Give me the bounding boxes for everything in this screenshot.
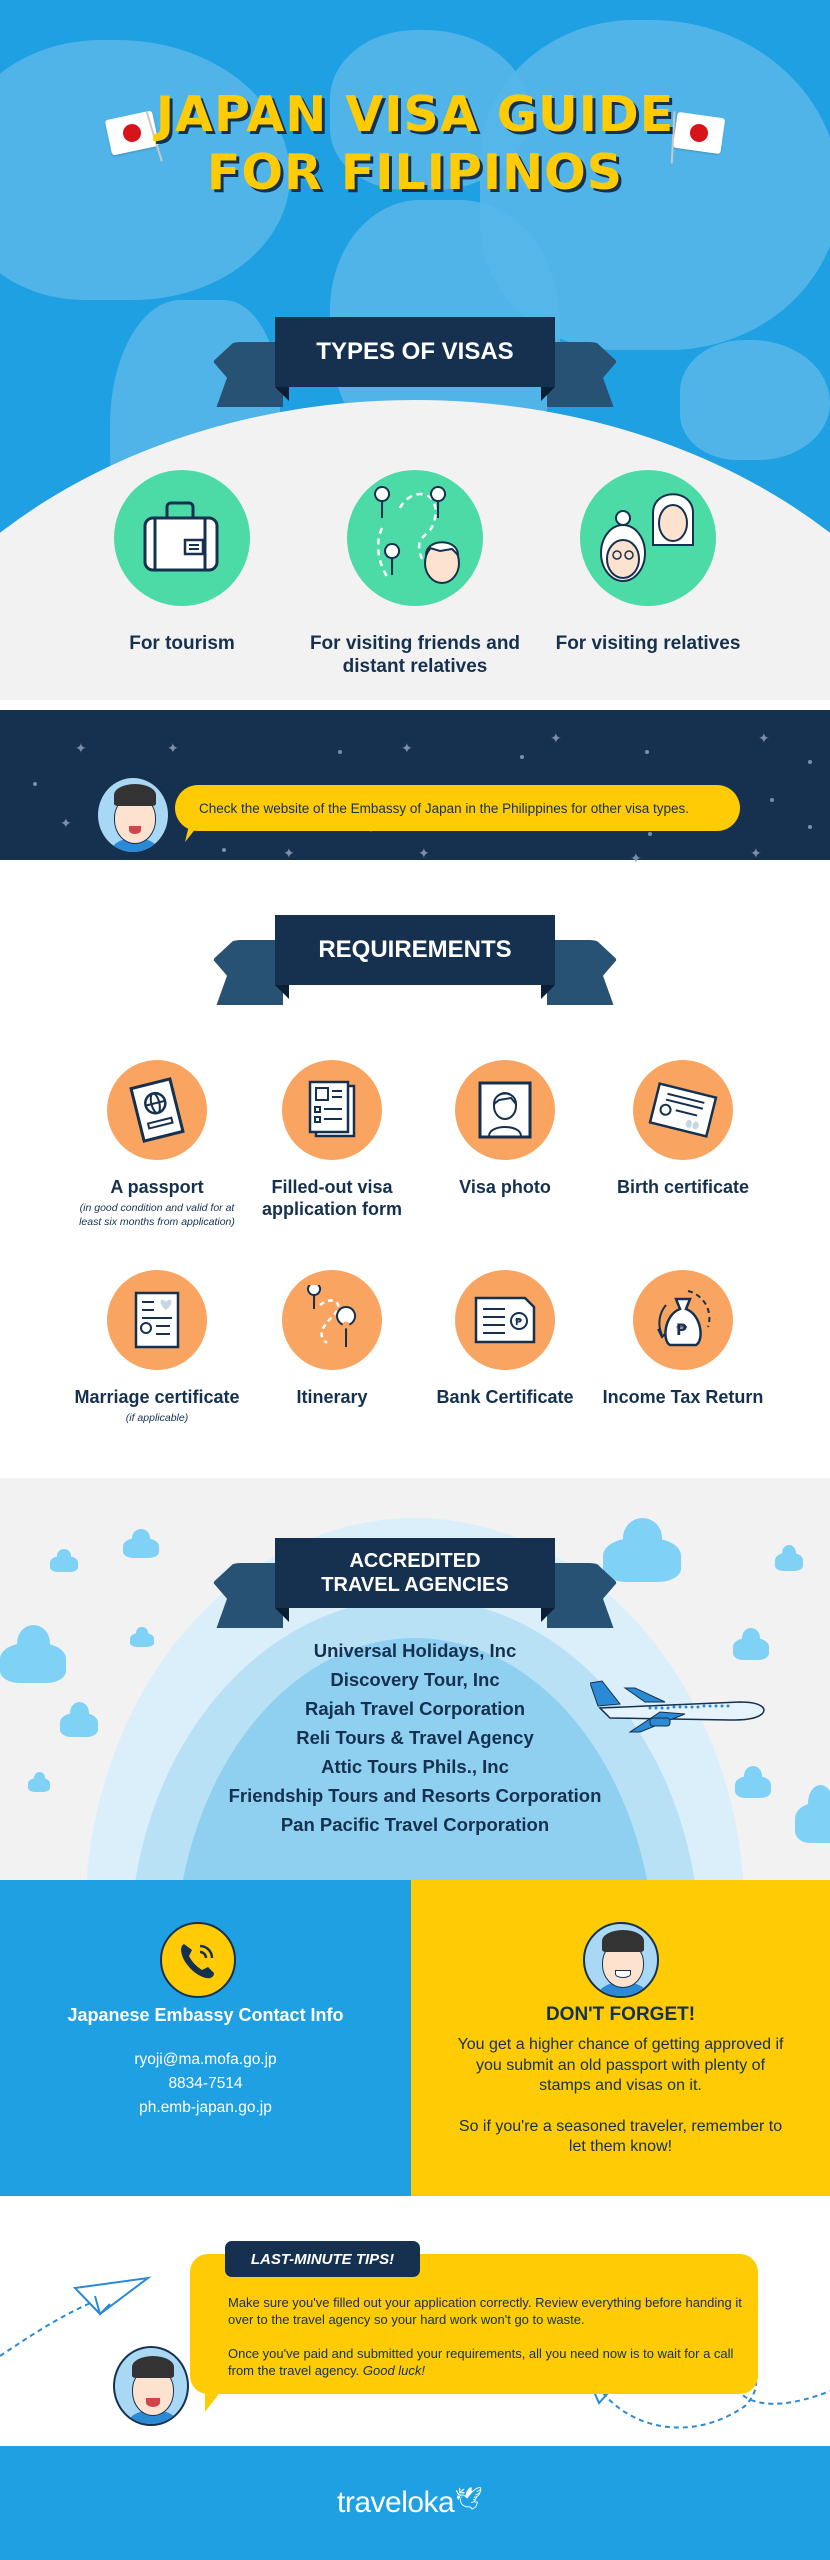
footer: traveloka🕊 (0, 2446, 830, 2560)
requirement-label: Birth certificate (616, 1177, 750, 1197)
map-pins-person-icon (347, 470, 483, 606)
title-line-2: FOR FILIPINOS (206, 144, 624, 201)
requirement-label: A passport (110, 1177, 204, 1197)
requirement-item: Birth certificate (583, 1060, 783, 1198)
contact-phone[interactable]: 8834-7514 (168, 2075, 243, 2092)
airplane-icon (590, 1680, 765, 1733)
requirement-label: Visa photo (459, 1177, 551, 1197)
title-line-1: JAPAN VISA GUIDE (155, 86, 675, 143)
cloud-icon (795, 1785, 830, 1843)
section-heading: REQUIREMENTS (275, 915, 555, 985)
requirements-ribbon: REQUIREMENTS (213, 915, 617, 1015)
agency-list: Universal Holidays, Inc Discovery Tour, … (0, 1636, 830, 1839)
agency-item: Pan Pacific Travel Corporation (280, 1814, 550, 1835)
agency-item: Discovery Tour, Inc (330, 1669, 500, 1690)
contact-email[interactable]: ryoji@ma.mofa.go.jp (134, 2051, 277, 2068)
speech-bubble: Check the website of the Embassy of Japa… (175, 785, 740, 831)
passport-icon (107, 1060, 207, 1160)
svg-text:₱: ₱ (676, 1320, 688, 1339)
svg-text:₱: ₱ (515, 1317, 522, 1328)
requirement-label: Marriage certificate (74, 1387, 240, 1407)
requirement-item: ₱ Income Tax Return (583, 1270, 783, 1408)
cloud-icon (123, 1529, 159, 1558)
section-heading: TYPES OF VISAS (275, 317, 555, 387)
agency-item: Reli Tours & Travel Agency (296, 1727, 534, 1748)
itinerary-icon (282, 1270, 382, 1370)
certificate-icon (633, 1060, 733, 1160)
visa-type-item: For tourism (67, 470, 297, 655)
traveloka-logo[interactable]: traveloka🕊 (337, 2486, 482, 2519)
visa-type-item: For visiting friends and distant relativ… (300, 470, 530, 678)
cloud-icon (735, 1766, 771, 1798)
cloud-icon (28, 1771, 50, 1792)
bird-icon: 🕊 (454, 2486, 482, 2511)
dont-forget-title: DON'T FORGET! (545, 2004, 696, 2025)
requirement-item: ₱ Bank Certificate (405, 1270, 605, 1408)
tips-text: Make sure you've filled out your applica… (228, 2295, 742, 2378)
requirement-item: Filled-out visa application form (232, 1060, 432, 1220)
cloud-icon (130, 1626, 154, 1647)
visa-type-label: For visiting relatives (555, 633, 741, 654)
embassy-tip-text: Check the website of the Embassy of Japa… (199, 800, 690, 816)
bank-certificate-icon: ₱ (455, 1270, 555, 1370)
agency-item: Universal Holidays, Inc (313, 1640, 517, 1661)
agency-item: Friendship Tours and Resorts Corporation (228, 1785, 602, 1806)
speech-bubble-tail (205, 2386, 225, 2412)
avatar (583, 1922, 659, 1998)
suitcase-icon (114, 470, 250, 606)
money-bag-icon: ₱ (633, 1270, 733, 1370)
cloud-icon (775, 1544, 803, 1571)
cloud-icon (50, 1548, 78, 1572)
marriage-certificate-icon (107, 1270, 207, 1370)
embassy-tip-banner: ✦ ✦ ✦ ✦ ✦ ✦ ✦ ✦ ✦ ✦ ✦ ✦ Check the websit… (0, 710, 830, 866)
paper-plane-icon (0, 2276, 152, 2357)
types-of-visas-ribbon: TYPES OF VISAS (213, 317, 617, 417)
tips-bubble (190, 2254, 758, 2394)
requirement-item: A passport (in good condition and valid … (57, 1060, 257, 1229)
map-continent-north-america (0, 40, 290, 300)
cloud-icon (733, 1628, 769, 1660)
map-continent-asia (480, 20, 830, 350)
hero-section: JAPAN VISA GUIDE FOR FILIPINOS TYPES OF … (0, 0, 830, 700)
requirement-note: (in good condition and valid for at leas… (79, 1202, 235, 1228)
agency-item: Attic Tours Phils., Inc (321, 1756, 509, 1777)
requirement-item: Marriage certificate (if applicable) (57, 1270, 257, 1425)
cloud-icon (0, 1625, 66, 1683)
visa-type-item: For visiting relatives (533, 470, 763, 655)
last-minute-tips-section: LAST-MINUTE TIPS! Make sure you've fille… (0, 2196, 830, 2446)
contact-details: ryoji@ma.mofa.go.jp 8834-7514 ph.emb-jap… (0, 2048, 411, 2120)
requirement-note: (if applicable) (125, 1412, 189, 1424)
requirement-item: Visa photo (405, 1060, 605, 1198)
photo-icon (455, 1060, 555, 1160)
tips-title: LAST-MINUTE TIPS! (225, 2241, 420, 2277)
dont-forget-text: You get a higher chance of getting appro… (457, 2036, 784, 2155)
phone-icon (160, 1922, 236, 1998)
avatar (96, 776, 170, 854)
requirement-label: Itinerary (296, 1387, 368, 1407)
requirement-label: Income Tax Return (602, 1387, 764, 1407)
embassy-contact-panel: Japanese Embassy Contact Info ryoji@ma.m… (0, 1880, 411, 2196)
avatar (113, 2346, 189, 2426)
visa-type-label: For visiting friends and distant relativ… (309, 633, 521, 677)
page-title: JAPAN VISA GUIDE FOR FILIPINOS (0, 86, 830, 202)
map-continent-oceania (680, 340, 830, 460)
form-icon (282, 1060, 382, 1160)
requirement-item: Itinerary (232, 1270, 432, 1408)
cloud-icon (603, 1518, 681, 1582)
contact-title: Japanese Embassy Contact Info (67, 2005, 344, 2025)
visa-type-label: For tourism (129, 633, 235, 654)
cloud-icon (60, 1702, 98, 1737)
requirement-label: Bank Certificate (436, 1387, 574, 1407)
requirement-label: Filled-out visa application form (261, 1177, 402, 1219)
elderly-relatives-icon (580, 470, 716, 606)
agency-item: Rajah Travel Corporation (305, 1698, 525, 1719)
dont-forget-panel: DON'T FORGET! You get a higher chance of… (411, 1880, 830, 2196)
contact-website[interactable]: ph.emb-japan.go.jp (139, 2099, 272, 2116)
